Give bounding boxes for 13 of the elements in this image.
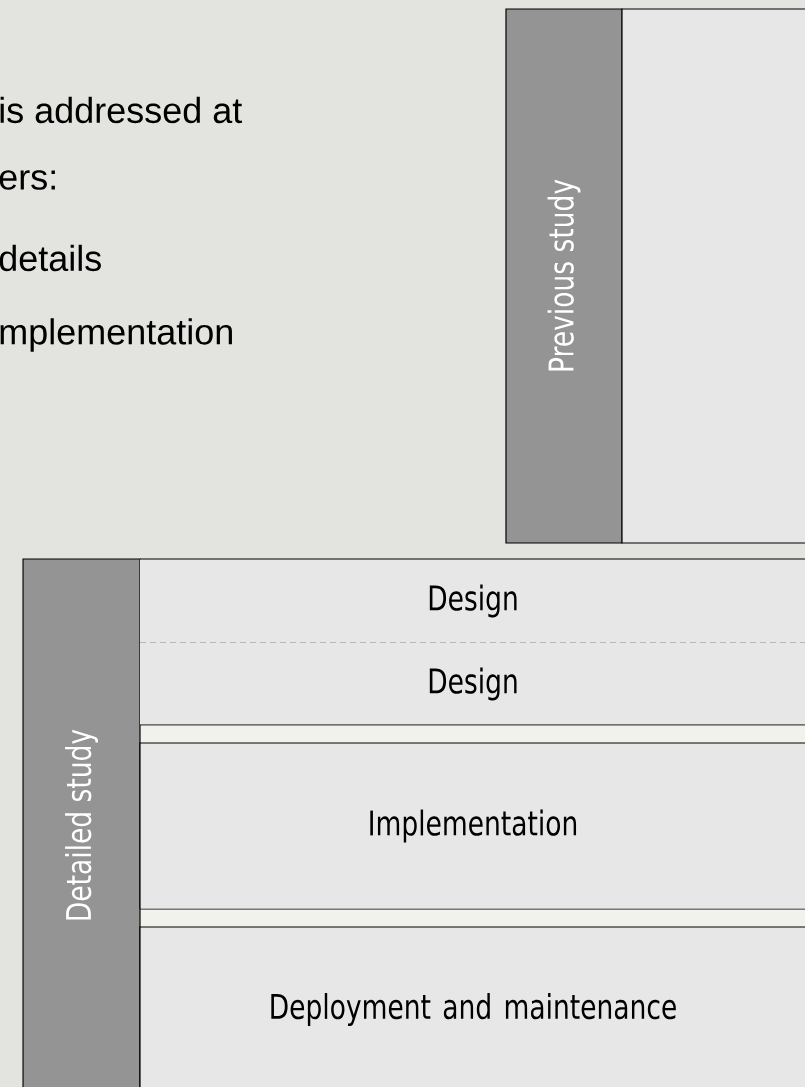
stage-box: Design <box>139 643 805 726</box>
empty-panel <box>621 8 805 544</box>
node-label: Design <box>429 584 517 618</box>
stage-box: Design <box>139 558 805 644</box>
body-text: ers: <box>0 170 55 190</box>
body-text: details <box>0 244 101 272</box>
side-band: Detailed study <box>22 558 141 1087</box>
body-text: is addressed at <box>0 96 242 124</box>
node-label: Design <box>429 667 517 701</box>
stage-box: Deployment and maintenance <box>139 926 805 1087</box>
side-band: Previous study <box>505 8 623 544</box>
body-text: mplementation <box>0 318 232 352</box>
stage-box: Implementation <box>139 742 805 910</box>
